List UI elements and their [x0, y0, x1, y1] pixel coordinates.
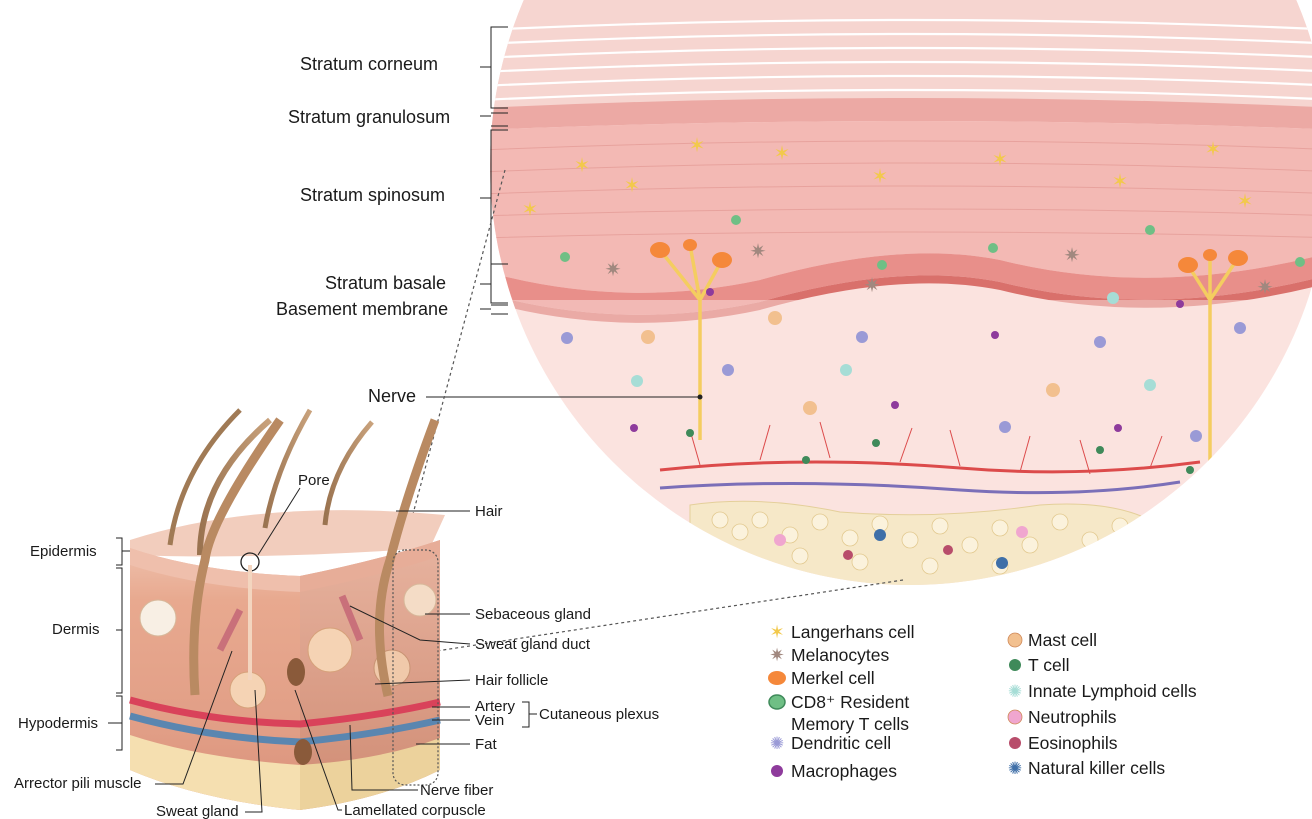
legend-label-line2: Memory T cells	[791, 714, 909, 734]
svg-text:✶: ✶	[624, 173, 641, 197]
ring-cell-icon	[769, 695, 785, 709]
melanocyte-icon: ✷	[769, 645, 784, 666]
nk-icon: ✺	[1008, 759, 1022, 779]
label-stratum-corneum: Stratum corneum	[300, 54, 438, 74]
legend-item: Eosinophils	[1009, 733, 1118, 753]
legend-label: Neutrophils	[1028, 707, 1117, 727]
legend-label: Innate Lymphoid cells	[1028, 681, 1197, 701]
label-hypodermis: Hypodermis	[18, 715, 98, 732]
svg-text:✶: ✶	[1112, 169, 1129, 193]
legend-label: Melanocytes	[791, 645, 889, 665]
magnified-skin-section: ✶ ✶ ✶ ✶ ✶ ✶ ✶ ✶ ✶ ✶ ✷ ✷ ✷ ✷ ✷	[480, 0, 1312, 600]
tcell-icon	[1009, 659, 1021, 671]
ilc-icon: ✺	[1008, 682, 1022, 702]
legend-label: Mast cell	[1028, 630, 1097, 650]
granular-icon	[1008, 633, 1022, 647]
svg-text:✶: ✶	[872, 164, 889, 188]
dot-icon	[771, 765, 783, 777]
legend-label: CD8⁺ Resident	[791, 692, 909, 712]
label-nerve: Nerve	[368, 386, 416, 406]
label-pore: Pore	[298, 472, 330, 489]
label-sweat-gland: Sweat gland	[156, 803, 239, 819]
dendritic-icon: ✺	[770, 734, 784, 754]
label-arrector-pili-muscle: Arrector pili muscle	[14, 775, 142, 792]
legend-label: Eosinophils	[1028, 733, 1118, 753]
label-dermis: Dermis	[52, 621, 100, 638]
label-lamellated-corpuscle: Lamellated corpuscle	[344, 802, 486, 819]
svg-text:✶: ✶	[774, 141, 791, 165]
label-nerve-fiber: Nerve fiber	[420, 782, 493, 799]
label-sweat-gland-duct: Sweat gland duct	[475, 636, 591, 653]
legend-label: Langerhans cell	[791, 622, 915, 642]
label-stratum-granulosum: Stratum granulosum	[288, 107, 450, 127]
label-vein: Vein	[475, 712, 504, 729]
legend-item: Merkel cell	[768, 668, 875, 688]
legend-item: ✺ Innate Lymphoid cells	[1008, 681, 1197, 702]
svg-text:✷: ✷	[750, 239, 767, 263]
svg-text:✶: ✶	[574, 153, 591, 177]
legend-label: Dendritic cell	[791, 733, 891, 753]
legend-item: T cell	[1009, 655, 1070, 675]
zoom-line-upper	[402, 170, 505, 555]
label-basement-membrane: Basement membrane	[276, 299, 448, 319]
label-hair: Hair	[475, 503, 503, 520]
legend-item: Neutrophils	[1008, 707, 1117, 727]
star-icon: ✶	[769, 622, 784, 643]
legend-item: ✺ Dendritic cell	[770, 733, 891, 754]
legend-label: Macrophages	[791, 761, 897, 781]
legend-label: Merkel cell	[791, 668, 875, 688]
skin-block-illustration	[130, 410, 445, 810]
legend-item: Macrophages	[771, 761, 897, 781]
neutrophil-icon	[1008, 710, 1022, 724]
legend-label: T cell	[1028, 655, 1070, 675]
svg-text:✶: ✶	[992, 147, 1009, 171]
svg-text:✷: ✷	[864, 273, 881, 297]
label-hair-follicle: Hair follicle	[475, 672, 548, 689]
legend-item: ✺ Natural killer cells	[1008, 758, 1165, 779]
svg-text:✷: ✷	[605, 257, 622, 281]
svg-text:✶: ✶	[1205, 137, 1222, 161]
label-sebaceous-gland: Sebaceous gland	[475, 606, 591, 623]
label-cutaneous-plexus: Cutaneous plexus	[539, 706, 659, 723]
svg-text:✷: ✷	[1257, 275, 1274, 299]
legend-label: Natural killer cells	[1028, 758, 1165, 778]
label-stratum-basale: Stratum basale	[325, 273, 446, 293]
svg-text:✶: ✶	[1237, 189, 1254, 213]
label-fat: Fat	[475, 736, 498, 753]
svg-text:✶: ✶	[689, 133, 706, 157]
svg-text:✶: ✶	[522, 197, 539, 221]
legend-item: ✶ Langerhans cell	[769, 622, 914, 643]
oval-icon	[768, 671, 786, 685]
label-stratum-spinosum: Stratum spinosum	[300, 185, 445, 205]
legend-item: Mast cell	[1008, 630, 1097, 650]
eosinophil-icon	[1009, 737, 1021, 749]
legend-item: ✷ Melanocytes	[769, 645, 889, 666]
label-epidermis: Epidermis	[30, 543, 97, 560]
svg-text:✷: ✷	[1064, 243, 1081, 267]
